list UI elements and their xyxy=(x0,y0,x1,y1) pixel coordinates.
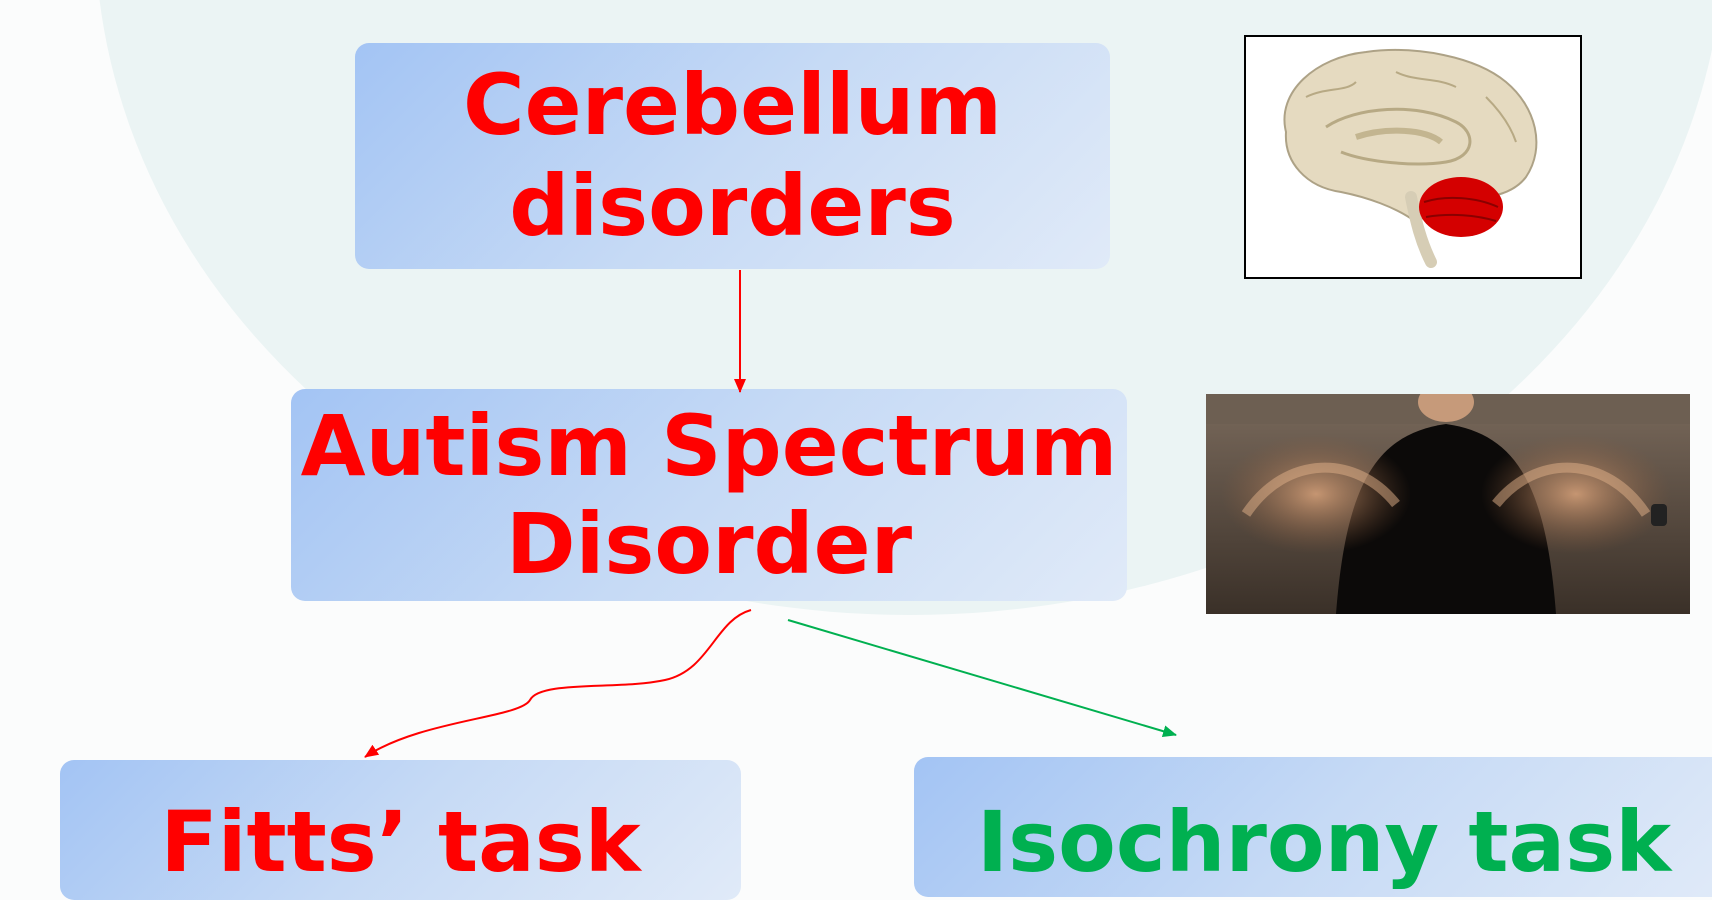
node-cerebellum-line1: Cerebellum xyxy=(462,56,1003,155)
edge-asd-to-fitts xyxy=(364,609,752,758)
node-asd-line1: Autism Spectrum xyxy=(300,396,1118,495)
node-autism-spectrum-disorder: Autism Spectrum Disorder xyxy=(291,389,1127,601)
node-cerebellum-line2: disorders xyxy=(509,157,956,255)
node-fitts-task: Fitts’ task xyxy=(60,760,741,900)
node-asd-line2: Disorder xyxy=(505,495,913,593)
brain-image xyxy=(1244,35,1582,279)
node-cerebellum-disorders: Cerebellum disorders xyxy=(355,43,1110,269)
node-fitts-label: Fitts’ task xyxy=(160,793,641,891)
hand-flapping-photo xyxy=(1206,394,1690,614)
person-hand-flapping-icon xyxy=(1206,394,1690,614)
edge-asd-to-isochrony xyxy=(787,619,1177,738)
node-isochrony-task: Isochrony task xyxy=(914,757,1712,897)
brain-cerebellum-icon xyxy=(1283,49,1538,268)
node-isochrony-label: Isochrony task xyxy=(976,793,1672,891)
